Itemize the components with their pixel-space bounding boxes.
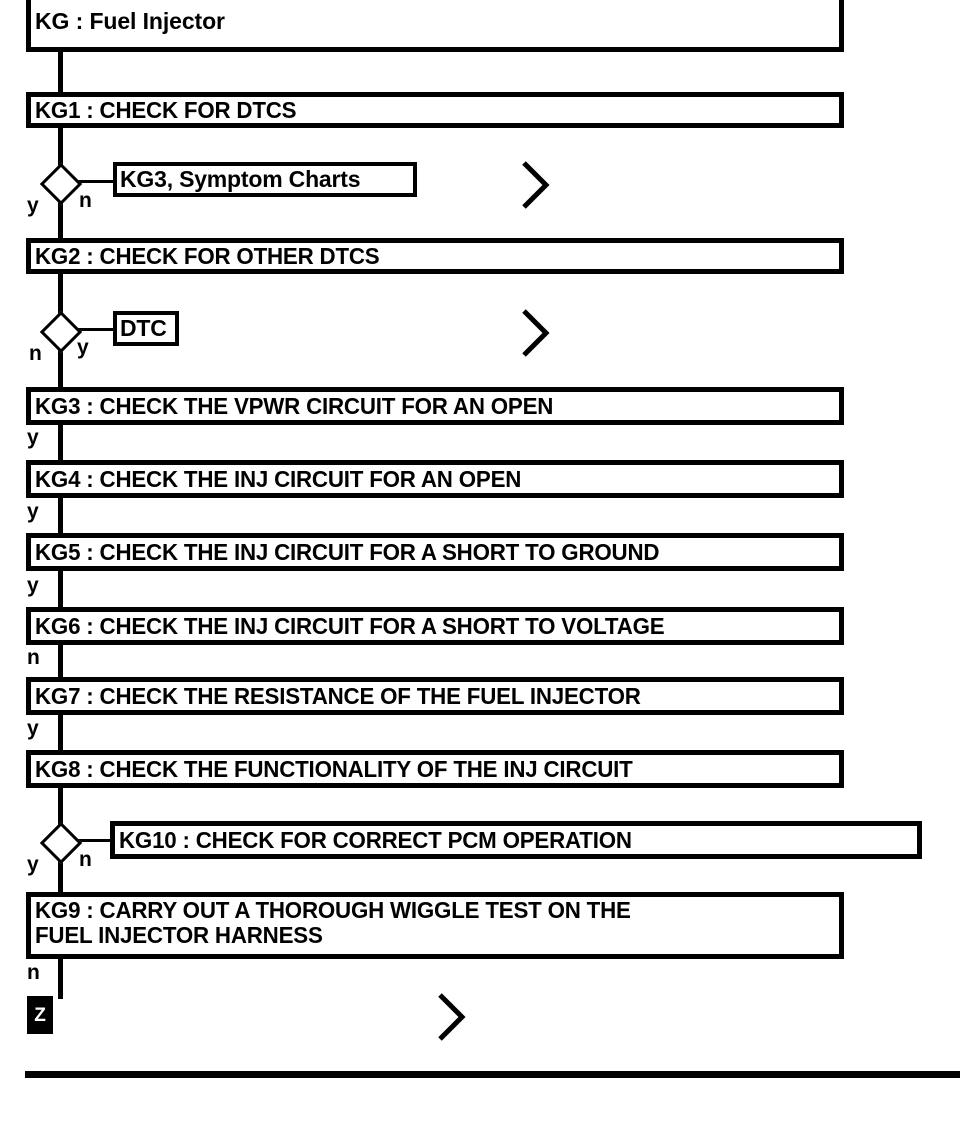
flowchart-header-label: KG : Fuel Injector bbox=[35, 8, 225, 34]
step-box-kg2[interactable]: KG2 : CHECK FOR OTHER DTCS bbox=[26, 238, 844, 274]
branch-label-yes: y bbox=[27, 194, 39, 217]
branch-label-no: n bbox=[79, 189, 92, 212]
connector-segment bbox=[58, 957, 63, 999]
chevron-right-icon bbox=[518, 158, 552, 212]
branch-label-yes: y bbox=[27, 426, 39, 449]
connector-segment bbox=[58, 569, 63, 609]
step-box-kg10[interactable]: KG10 : CHECK FOR CORRECT PCM OPERATION bbox=[110, 821, 922, 859]
step-label-kg3: KG3 : CHECK THE VPWR CIRCUIT FOR AN OPEN bbox=[35, 392, 554, 419]
branch-label-yes: y bbox=[27, 853, 39, 876]
step-label-kg4: KG4 : CHECK THE INJ CIRCUIT FOR AN OPEN bbox=[35, 465, 522, 492]
step-box-kg6[interactable]: KG6 : CHECK THE INJ CIRCUIT FOR A SHORT … bbox=[26, 607, 844, 645]
bottom-divider bbox=[25, 1071, 960, 1078]
chevron-right-icon bbox=[518, 306, 552, 360]
result-box-dtc[interactable]: DTC bbox=[113, 311, 179, 346]
connector-segment bbox=[58, 496, 63, 535]
step-label-kg8: KG8 : CHECK THE FUNCTIONALITY OF THE INJ… bbox=[35, 755, 633, 782]
branch-label-no: n bbox=[27, 646, 40, 669]
branch-label-no: n bbox=[29, 342, 42, 365]
step-label-kg2: KG2 : CHECK FOR OTHER DTCS bbox=[35, 242, 380, 269]
step-label-kg6: KG6 : CHECK THE INJ CIRCUIT FOR A SHORT … bbox=[35, 612, 665, 639]
terminator-box-z[interactable]: Z bbox=[27, 996, 53, 1034]
branch-label-yes: y bbox=[27, 717, 39, 740]
step-label-kg7: KG7 : CHECK THE RESISTANCE OF THE FUEL I… bbox=[35, 682, 641, 709]
decision-diamond-2[interactable] bbox=[39, 310, 83, 354]
connector-segment bbox=[58, 272, 63, 318]
step-box-kg4[interactable]: KG4 : CHECK THE INJ CIRCUIT FOR AN OPEN bbox=[26, 460, 844, 498]
result-box-symptom-charts[interactable]: KG3, Symptom Charts bbox=[113, 162, 417, 197]
branch-label-yes: y bbox=[27, 574, 39, 597]
branch-connector bbox=[73, 839, 112, 842]
branch-connector bbox=[73, 180, 115, 183]
step-box-kg8[interactable]: KG8 : CHECK THE FUNCTIONALITY OF THE INJ… bbox=[26, 750, 844, 788]
branch-label-yes: y bbox=[77, 336, 89, 359]
connector-segment bbox=[58, 713, 63, 752]
connector-segment bbox=[58, 786, 63, 829]
branch-label-no: n bbox=[27, 961, 40, 984]
step-box-kg1[interactable]: KG1 : CHECK FOR DTCS bbox=[26, 92, 844, 128]
connector-segment bbox=[58, 643, 63, 679]
chevron-right-icon bbox=[434, 990, 468, 1044]
step-label-kg5: KG5 : CHECK THE INJ CIRCUIT FOR A SHORT … bbox=[35, 538, 660, 565]
step-box-kg5[interactable]: KG5 : CHECK THE INJ CIRCUIT FOR A SHORT … bbox=[26, 533, 844, 571]
step-label-kg9: KG9 : CARRY OUT A THOROUGH WIGGLE TEST O… bbox=[35, 897, 631, 948]
branch-label-no: n bbox=[79, 848, 92, 871]
flowchart-header-box[interactable]: KG : Fuel Injector bbox=[26, 0, 844, 52]
terminator-label-z: Z bbox=[34, 1004, 46, 1026]
result-label-dtc: DTC bbox=[120, 315, 167, 341]
result-label-symptom-charts: KG3, Symptom Charts bbox=[120, 166, 361, 192]
connector-segment bbox=[58, 126, 63, 170]
connector-segment bbox=[58, 192, 63, 240]
step-box-kg9[interactable]: KG9 : CARRY OUT A THOROUGH WIGGLE TEST O… bbox=[26, 892, 844, 959]
step-label-kg10: KG10 : CHECK FOR CORRECT PCM OPERATION bbox=[119, 826, 632, 853]
connector-segment bbox=[58, 50, 63, 94]
branch-connector bbox=[73, 328, 115, 331]
step-box-kg7[interactable]: KG7 : CHECK THE RESISTANCE OF THE FUEL I… bbox=[26, 677, 844, 715]
branch-label-yes: y bbox=[27, 500, 39, 523]
decision-diamond-1[interactable] bbox=[39, 162, 83, 206]
decision-diamond-3[interactable] bbox=[39, 821, 83, 865]
connector-segment bbox=[58, 340, 63, 389]
step-label-kg1: KG1 : CHECK FOR DTCS bbox=[35, 96, 297, 123]
step-box-kg3[interactable]: KG3 : CHECK THE VPWR CIRCUIT FOR AN OPEN bbox=[26, 387, 844, 425]
connector-segment bbox=[58, 423, 63, 462]
connector-segment bbox=[58, 851, 63, 894]
